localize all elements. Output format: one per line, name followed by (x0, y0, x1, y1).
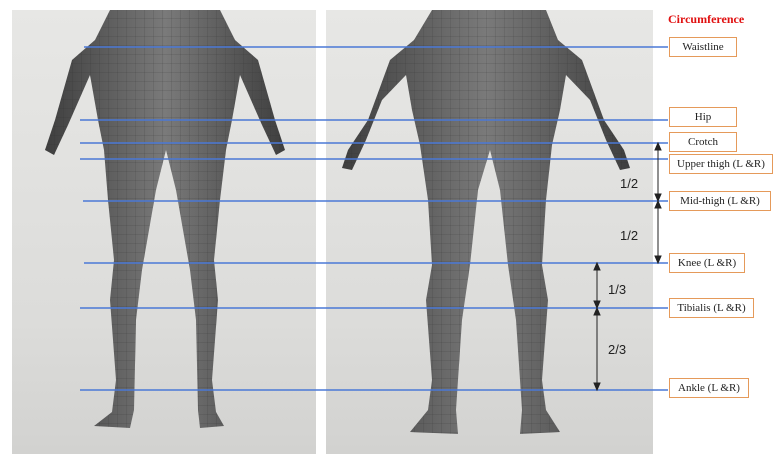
label-ankle: Ankle (L &R) (669, 378, 749, 398)
label-knee: Knee (L &R) (669, 253, 745, 273)
front-figure (342, 10, 630, 434)
back-figure (45, 10, 285, 428)
label-hip: Hip (669, 107, 737, 127)
label-mid-thigh: Mid-thigh (L &R) (669, 191, 771, 211)
diagram-title: Circumference (668, 12, 744, 27)
ratio-upper-third: 1/3 (608, 282, 626, 297)
ratio-lower-two-thirds: 2/3 (608, 342, 626, 357)
label-upper-thigh: Upper thigh (L &R) (669, 154, 773, 174)
label-tibialis: Tibialis (L &R) (669, 298, 754, 318)
label-waistline: Waistline (669, 37, 737, 57)
label-crotch: Crotch (669, 132, 737, 152)
ratio-lower-half: 1/2 (620, 228, 638, 243)
ratio-upper-half: 1/2 (620, 176, 638, 191)
